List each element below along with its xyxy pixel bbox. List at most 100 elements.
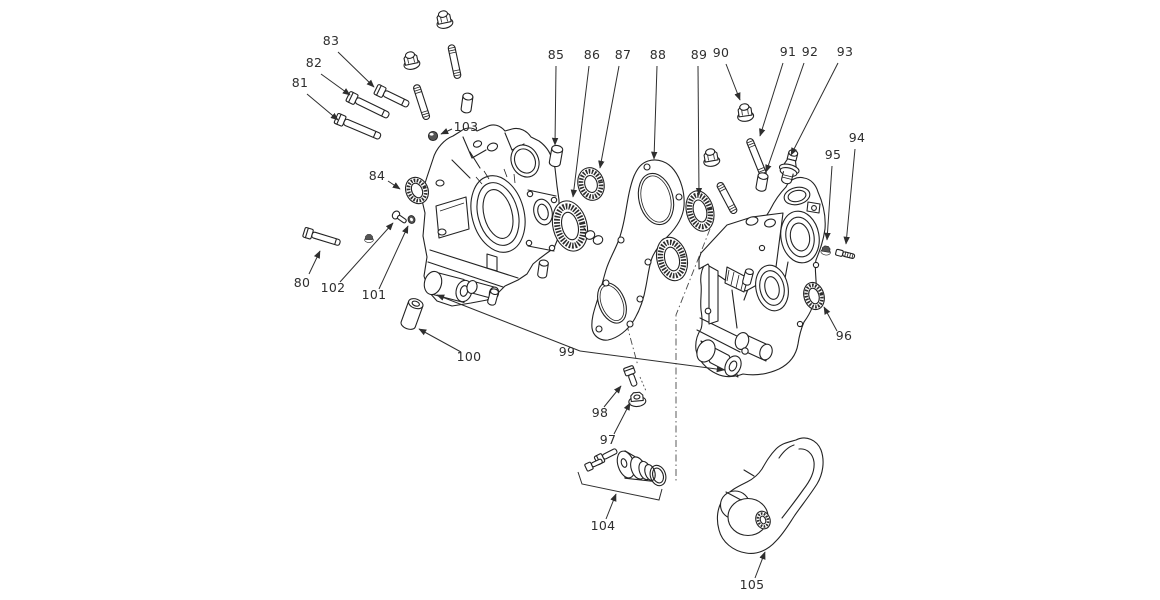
callout-89[interactable]: 89 [691,47,708,196]
callout-99[interactable]: 99 [436,294,725,373]
leader-line [824,165,833,241]
part-number-label: 98 [592,405,609,420]
bushing-100 [400,298,424,330]
right-crankcase-half [695,176,826,378]
dome-plug-103 [427,130,439,142]
dowel-pin-85 [548,144,564,168]
pump-assembly-104 [577,448,667,501]
stud [413,84,431,121]
clip [583,227,604,245]
guide-105 [716,437,824,554]
callout-95[interactable]: 95 [824,147,842,241]
leader-line [320,73,351,96]
callout-83[interactable]: 83 [323,33,375,88]
leader-line [603,385,622,408]
callout-90[interactable]: 90 [713,45,741,101]
oil-seal-84 [404,176,430,205]
leader-line [651,65,658,160]
leader-line [725,63,741,101]
leader-line [308,250,321,275]
part-number-label: 91 [780,44,797,59]
callout-105[interactable]: 105 [740,551,766,592]
callout-93[interactable]: 93 [790,44,854,156]
part-number-label: 85 [548,47,565,62]
callout-97[interactable]: 97 [600,402,631,447]
leader-line [387,180,401,190]
center-gasket-88 [591,159,685,341]
ribbed-pin-94 [835,248,856,259]
leader-line [440,128,453,135]
part-number-label: 94 [849,130,866,145]
dowel-pin [460,92,474,114]
leader-line [759,62,784,137]
leader-line [339,222,394,283]
bolt-81 [333,112,382,140]
right-case-bottom-boss [696,332,773,378]
callout-81[interactable]: 81 [292,75,339,121]
bearing-89 [685,190,715,232]
callout-103[interactable]: 103 [440,119,479,135]
leader-line [695,65,703,196]
part-number-label: 101 [362,287,387,302]
part-number-label: 92 [802,44,819,59]
leader-line [579,350,725,373]
left-crankcase-half [420,124,560,307]
stud [447,44,462,79]
part-number-label: 84 [369,168,386,183]
callout-86[interactable]: 86 [570,47,601,198]
leader-line [754,551,766,579]
callout-80[interactable]: 80 [294,250,321,290]
callout-94[interactable]: 94 [843,130,866,245]
part-number-label: 87 [615,47,632,62]
dowel-pin-92 [755,172,769,192]
leader-line [613,402,631,435]
oil-seal-96 [803,281,825,311]
callout-104[interactable]: 104 [591,493,617,533]
leader-line [551,65,559,146]
callout-85[interactable]: 85 [548,47,565,146]
leader-line [436,294,581,352]
callout-87[interactable]: 87 [598,47,632,169]
bearing-86 [551,200,589,252]
part-number-label: 105 [740,577,765,592]
bolt-83 [373,84,410,108]
callout-84[interactable]: 84 [369,168,401,190]
small-nut [364,234,374,243]
callout-91[interactable]: 91 [759,44,797,137]
leader-line [418,328,462,353]
part-number-label: 90 [713,45,730,60]
part-number-label: 82 [306,55,323,70]
callout-96[interactable]: 96 [823,306,852,343]
part-number-label: 93 [837,44,854,59]
part-number-label: 100 [457,349,482,364]
callout-92[interactable]: 92 [765,44,819,173]
bearing-87 [577,167,605,201]
leader-line [570,65,590,198]
o-ring [649,464,667,487]
callout-98[interactable]: 98 [592,385,622,420]
callout-100[interactable]: 100 [418,328,482,364]
leader-line [598,65,620,169]
small-nut-95 [820,245,831,256]
part-number-label: 83 [323,33,340,48]
callout-102[interactable]: 102 [321,222,394,295]
part-number-label: 102 [321,280,346,295]
flange-nut [403,51,421,70]
callout-82[interactable]: 82 [306,55,351,96]
leader-line [765,62,805,173]
fitting-93 [778,149,800,185]
callout-88[interactable]: 88 [650,47,667,160]
bearing [655,236,689,282]
washer-101 [407,215,416,224]
callout-101[interactable]: 101 [362,225,409,302]
part-number-label: 103 [454,119,479,134]
part-number-label: 86 [584,47,601,62]
leader-line [790,62,839,156]
leader-line [337,51,375,88]
part-number-label: 97 [600,432,617,447]
stud [716,181,738,215]
part-number-label: 99 [559,344,576,359]
